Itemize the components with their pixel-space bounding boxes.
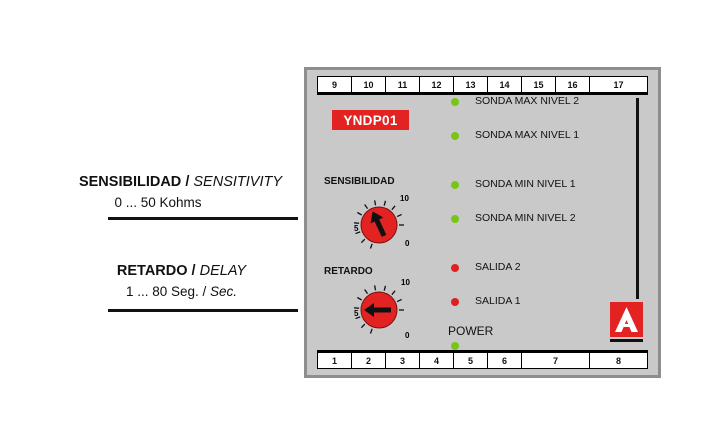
knob-tick [360, 323, 366, 329]
indicator-led-5 [451, 264, 459, 272]
indicator-label-3: SONDA MIN NIVEL 1 [475, 178, 576, 190]
knob-tick [360, 238, 366, 244]
indicator-label-2: SONDA MAX NIVEL 1 [475, 129, 580, 141]
sensitivity-knob-ticks [354, 200, 404, 249]
indicator-label-1: SONDA MAX NIVEL 2 [475, 95, 580, 107]
indicator-label-4: SONDA MIN NIVEL 2 [475, 212, 576, 224]
knob-tick [357, 296, 363, 301]
indicator-label-6: SALIDA 1 [475, 295, 521, 307]
delay-scale-mid: 5 [354, 309, 359, 318]
knob-tick [355, 231, 361, 235]
knob-tick [364, 204, 369, 209]
delay-title-separator: / [191, 263, 196, 279]
knob-tick [383, 285, 387, 291]
terminal-1: 1 [318, 353, 352, 368]
delay-knob[interactable]: 0 5 10 [345, 272, 425, 352]
indicator-led-4 [451, 215, 459, 223]
knob-tick [355, 316, 361, 320]
relay-device: 9 10 11 12 13 14 15 16 17 YNDP01 SONDA M… [304, 67, 661, 378]
delay-callout: RETARDO / DELAY 1 ... 80 Seg. / Sec. [108, 263, 298, 299]
indicator-label-5: SALIDA 2 [475, 261, 521, 273]
delay-knob-pointer [364, 303, 391, 317]
terminal-15: 15 [522, 77, 556, 92]
terminal-14: 14 [488, 77, 522, 92]
indicator-led-6 [451, 298, 459, 306]
delay-title-en: DELAY [199, 263, 247, 279]
sensitivity-scale-mid: 5 [354, 224, 359, 233]
knob-tick [369, 243, 373, 249]
sensitivity-range: 0 ... 50 Kohms [114, 195, 202, 210]
terminal-5: 5 [454, 353, 488, 368]
knob-tick [383, 200, 387, 206]
sensitivity-knob-pointer [370, 211, 387, 237]
delay-range: 1 ... 80 Seg. / Sec. [65, 284, 298, 299]
terminal-11: 11 [386, 77, 420, 92]
vertical-divider [636, 98, 639, 299]
terminal-17: 17 [613, 79, 624, 90]
knob-tick [374, 285, 377, 291]
sensitivity-scale-max: 10 [400, 194, 409, 203]
sensitivity-callout-title: SENSIBILIDAD / SENSITIVITY [63, 174, 298, 190]
sensitivity-knob-label: SENSIBILIDAD [324, 176, 395, 187]
terminal-12: 12 [420, 77, 454, 92]
delay-title-es: RETARDO [116, 263, 188, 279]
terminal-6: 6 [488, 353, 522, 368]
sensitivity-leader-line [108, 217, 298, 220]
knob-tick [396, 298, 402, 303]
top-terminal-strip: 9 10 11 12 13 14 15 16 17 [317, 76, 648, 95]
terminal-10: 10 [352, 77, 386, 92]
brand-logo-icon [610, 302, 643, 342]
knob-tick [396, 213, 402, 218]
terminal-8: 8 [615, 355, 621, 366]
sensitivity-title-separator: / [185, 174, 190, 190]
terminal-13: 13 [454, 77, 488, 92]
knob-tick [391, 205, 396, 211]
power-label: POWER [448, 324, 494, 338]
sensitivity-knob[interactable]: 0 5 10 [345, 185, 425, 265]
knob-tick [391, 290, 396, 296]
terminal-3: 3 [386, 353, 420, 368]
bottom-terminal-strip: 1 2 3 4 5 6 7 8 [317, 350, 648, 369]
indicator-led-1 [451, 98, 459, 106]
terminal-16: 16 [556, 77, 590, 92]
knob-tick [364, 289, 369, 294]
terminal-9: 9 [318, 77, 352, 92]
delay-scale-min: 0 [405, 331, 410, 340]
indicator-led-3 [451, 181, 459, 189]
indicator-led-2 [451, 132, 459, 140]
terminal-4: 4 [420, 353, 454, 368]
delay-knob-label: RETARDO [324, 266, 373, 277]
delay-callout-title: RETARDO / DELAY [65, 263, 298, 279]
terminal-7: 7 [522, 353, 590, 368]
terminal-2: 2 [352, 353, 386, 368]
delay-leader-line [108, 309, 298, 312]
sensitivity-callout: SENSIBILIDAD / SENSITIVITY 0 ... 50 Kohm… [63, 174, 298, 210]
delay-range-main: 1 ... 80 Seg. / [125, 284, 207, 299]
knob-tick [369, 328, 373, 334]
delay-knob-ticks [354, 285, 404, 334]
power-led [451, 342, 459, 350]
knob-tick [357, 211, 363, 216]
sensitivity-title-es: SENSIBILIDAD [78, 174, 182, 190]
delay-range-en: Sec. [210, 284, 238, 299]
sensitivity-title-en: SENSITIVITY [193, 174, 283, 190]
knob-tick [374, 200, 377, 206]
sensitivity-scale-min: 0 [405, 239, 410, 248]
model-badge: YNDP01 [332, 110, 409, 130]
delay-scale-max: 10 [401, 278, 410, 287]
